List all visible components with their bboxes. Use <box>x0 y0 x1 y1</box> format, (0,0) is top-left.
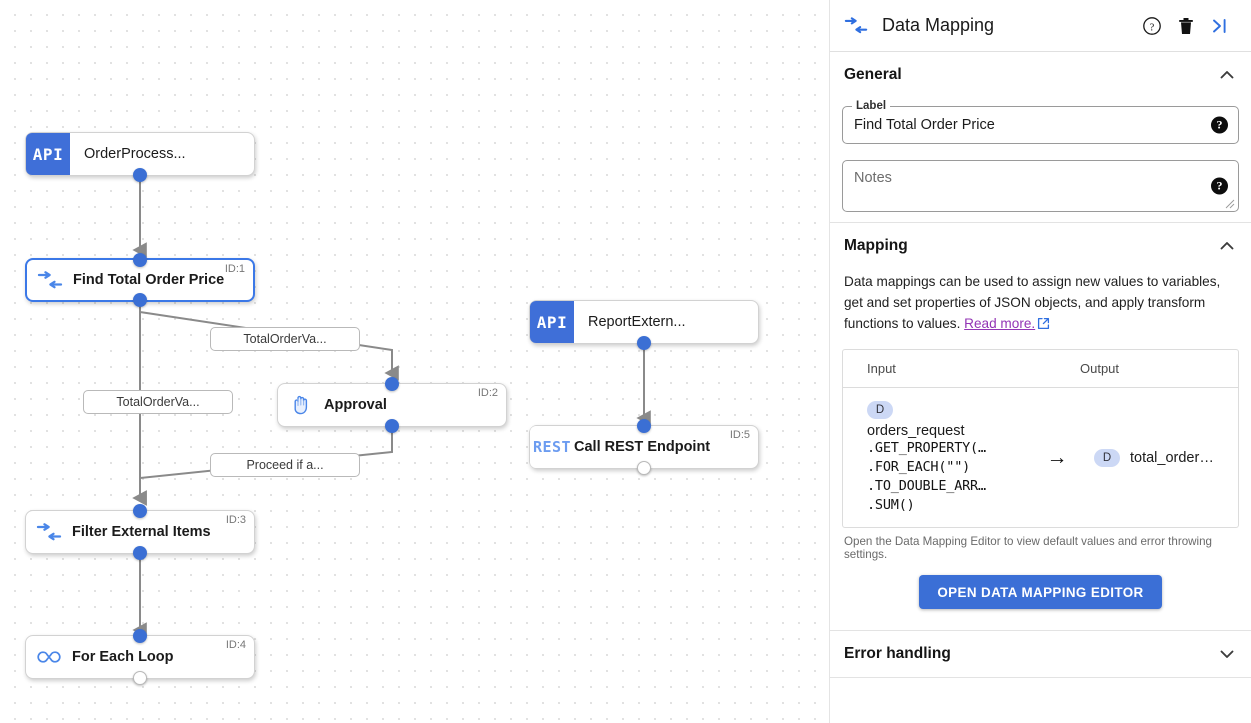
node-id-label: ID:3 <box>225 514 246 526</box>
node-id-label: ID:1 <box>224 263 245 275</box>
section-divider <box>830 222 1251 223</box>
mapping-title: Mapping <box>844 237 908 254</box>
node-title: Call REST Endpoint <box>574 439 711 455</box>
flow-canvas[interactable]: API OrderProcess... Find Total Order Pri… <box>0 0 830 723</box>
section-divider <box>830 677 1251 678</box>
chevron-down-icon[interactable] <box>1217 644 1237 664</box>
general-section-header[interactable]: General <box>842 52 1239 98</box>
svg-text:?: ? <box>1150 22 1155 33</box>
node-port-top[interactable] <box>133 253 147 267</box>
output-variable-name: total_order… <box>1130 449 1214 466</box>
mapping-table: Input Output D orders_request .GET_PROPE… <box>842 349 1239 528</box>
read-more-link[interactable]: Read more. <box>964 316 1036 331</box>
flow-edges <box>132 176 651 638</box>
mapping-description: Data mappings can be used to assign new … <box>844 274 1221 331</box>
node-port-bottom[interactable] <box>133 546 147 560</box>
mapping-table-row[interactable]: D orders_request .GET_PROPERTY(… .FOR_EA… <box>843 388 1238 527</box>
node-port-top[interactable] <box>637 419 651 433</box>
node-port-bottom[interactable] <box>385 419 399 433</box>
label-field-value: Find Total Order Price <box>854 117 995 133</box>
external-link-icon[interactable] <box>1037 315 1050 336</box>
node-for-each-loop[interactable]: For Each Loop ID:4 <box>25 629 255 685</box>
mapping-input-cell: D orders_request .GET_PROPERTY(… .FOR_EA… <box>843 388 1028 527</box>
question-mark-icon[interactable]: ? <box>1211 116 1228 134</box>
panel-title: Data Mapping <box>882 15 995 35</box>
general-title: General <box>844 66 902 83</box>
chevron-up-icon[interactable] <box>1217 236 1237 256</box>
chevron-up-icon[interactable] <box>1217 65 1237 85</box>
input-function-line: .SUM() <box>867 497 915 513</box>
hand-icon <box>278 395 324 416</box>
node-port-top[interactable] <box>133 629 147 643</box>
node-port-bottom[interactable] <box>133 671 147 685</box>
mapping-hint: Open the Data Mapping Editor to view def… <box>844 535 1212 561</box>
error-handling-section-header[interactable]: Error handling <box>842 631 1239 677</box>
rest-badge: REST <box>530 426 574 468</box>
data-mapping-icon <box>26 523 72 541</box>
node-id-label: ID:5 <box>729 429 750 441</box>
notes-placeholder: Notes <box>854 170 892 186</box>
data-mapping-icon <box>844 17 874 34</box>
node-call-rest-endpoint[interactable]: REST Call REST Endpoint ID:5 <box>529 419 759 475</box>
input-type-badge: D <box>867 401 893 419</box>
open-data-mapping-editor-button[interactable]: OPEN DATA MAPPING EDITOR <box>919 575 1162 609</box>
label-field-legend: Label <box>852 100 891 112</box>
properties-panel: Data Mapping ? <box>830 0 1251 723</box>
help-circle-icon[interactable]: ? <box>1135 9 1169 43</box>
question-mark-icon[interactable]: ? <box>1211 177 1228 195</box>
mapping-description-block: Data mappings can be used to assign new … <box>842 269 1239 336</box>
mapping-button-row: OPEN DATA MAPPING EDITOR <box>842 575 1239 609</box>
node-id-label: ID:2 <box>477 387 498 399</box>
edge-label[interactable]: Proceed if a... <box>210 453 360 477</box>
node-report-extern[interactable]: API ReportExtern... <box>529 300 759 350</box>
node-port-bottom[interactable] <box>637 336 651 350</box>
node-title: ReportExtern... <box>588 314 686 330</box>
column-header-input: Input <box>867 361 896 376</box>
label-field-wrapper: Label Find Total Order Price ? <box>842 100 1239 144</box>
input-function-line: .GET_PROPERTY(… <box>867 440 986 456</box>
input-function-line: .TO_DOUBLE_ARR… <box>867 478 986 494</box>
node-title: OrderProcess... <box>84 146 186 162</box>
node-title: For Each Loop <box>72 649 174 665</box>
resize-handle[interactable] <box>1225 199 1235 209</box>
mapping-section-header[interactable]: Mapping <box>842 223 1239 269</box>
loop-icon <box>26 649 72 665</box>
node-port-top[interactable] <box>385 377 399 391</box>
output-type-badge: D <box>1094 448 1120 467</box>
node-find-total-order-price[interactable]: Find Total Order Price ID:1 <box>25 253 255 307</box>
notes-input[interactable]: Notes ? <box>842 160 1239 212</box>
label-input[interactable]: Label Find Total Order Price ? <box>842 100 1239 144</box>
general-section: General Label Find Total Order Price ? N… <box>830 52 1251 212</box>
node-port-bottom[interactable] <box>133 168 147 182</box>
node-title: Approval <box>324 397 387 413</box>
notes-field-wrapper: Notes ? <box>842 160 1239 212</box>
node-port-bottom[interactable] <box>133 293 147 307</box>
collapse-panel-icon[interactable] <box>1203 9 1237 43</box>
input-variable-name: orders_request <box>867 423 965 439</box>
node-id-label: ID:4 <box>225 639 246 651</box>
node-filter-external-items[interactable]: Filter External Items ID:3 <box>25 504 255 560</box>
mapping-arrow-icon: → <box>1046 445 1068 469</box>
section-divider <box>830 630 1251 631</box>
node-port-top[interactable] <box>133 504 147 518</box>
error-handling-section: Error handling <box>830 631 1251 677</box>
node-approval[interactable]: Approval ID:2 <box>277 377 507 433</box>
data-mapping-icon <box>27 271 73 289</box>
column-header-output: Output <box>1080 361 1120 376</box>
input-function-line: .FOR_EACH("") <box>867 459 971 475</box>
mapping-output-cell: D total_order… <box>1086 448 1238 467</box>
error-handling-title: Error handling <box>844 645 951 662</box>
node-order-process[interactable]: API OrderProcess... <box>25 132 255 182</box>
node-title: Find Total Order Price <box>73 272 225 288</box>
edge-label[interactable]: TotalOrderVa... <box>83 390 233 414</box>
mapping-table-header: Input Output <box>843 350 1238 388</box>
api-badge: API <box>26 133 70 175</box>
mapping-section: Mapping Data mappings can be used to ass… <box>830 223 1251 609</box>
edge-label[interactable]: TotalOrderVa... <box>210 327 360 351</box>
panel-header: Data Mapping ? <box>830 0 1251 52</box>
node-title: Filter External Items <box>72 524 211 540</box>
api-badge: API <box>530 301 574 343</box>
trash-icon[interactable] <box>1169 9 1203 43</box>
node-port-bottom[interactable] <box>637 461 651 475</box>
